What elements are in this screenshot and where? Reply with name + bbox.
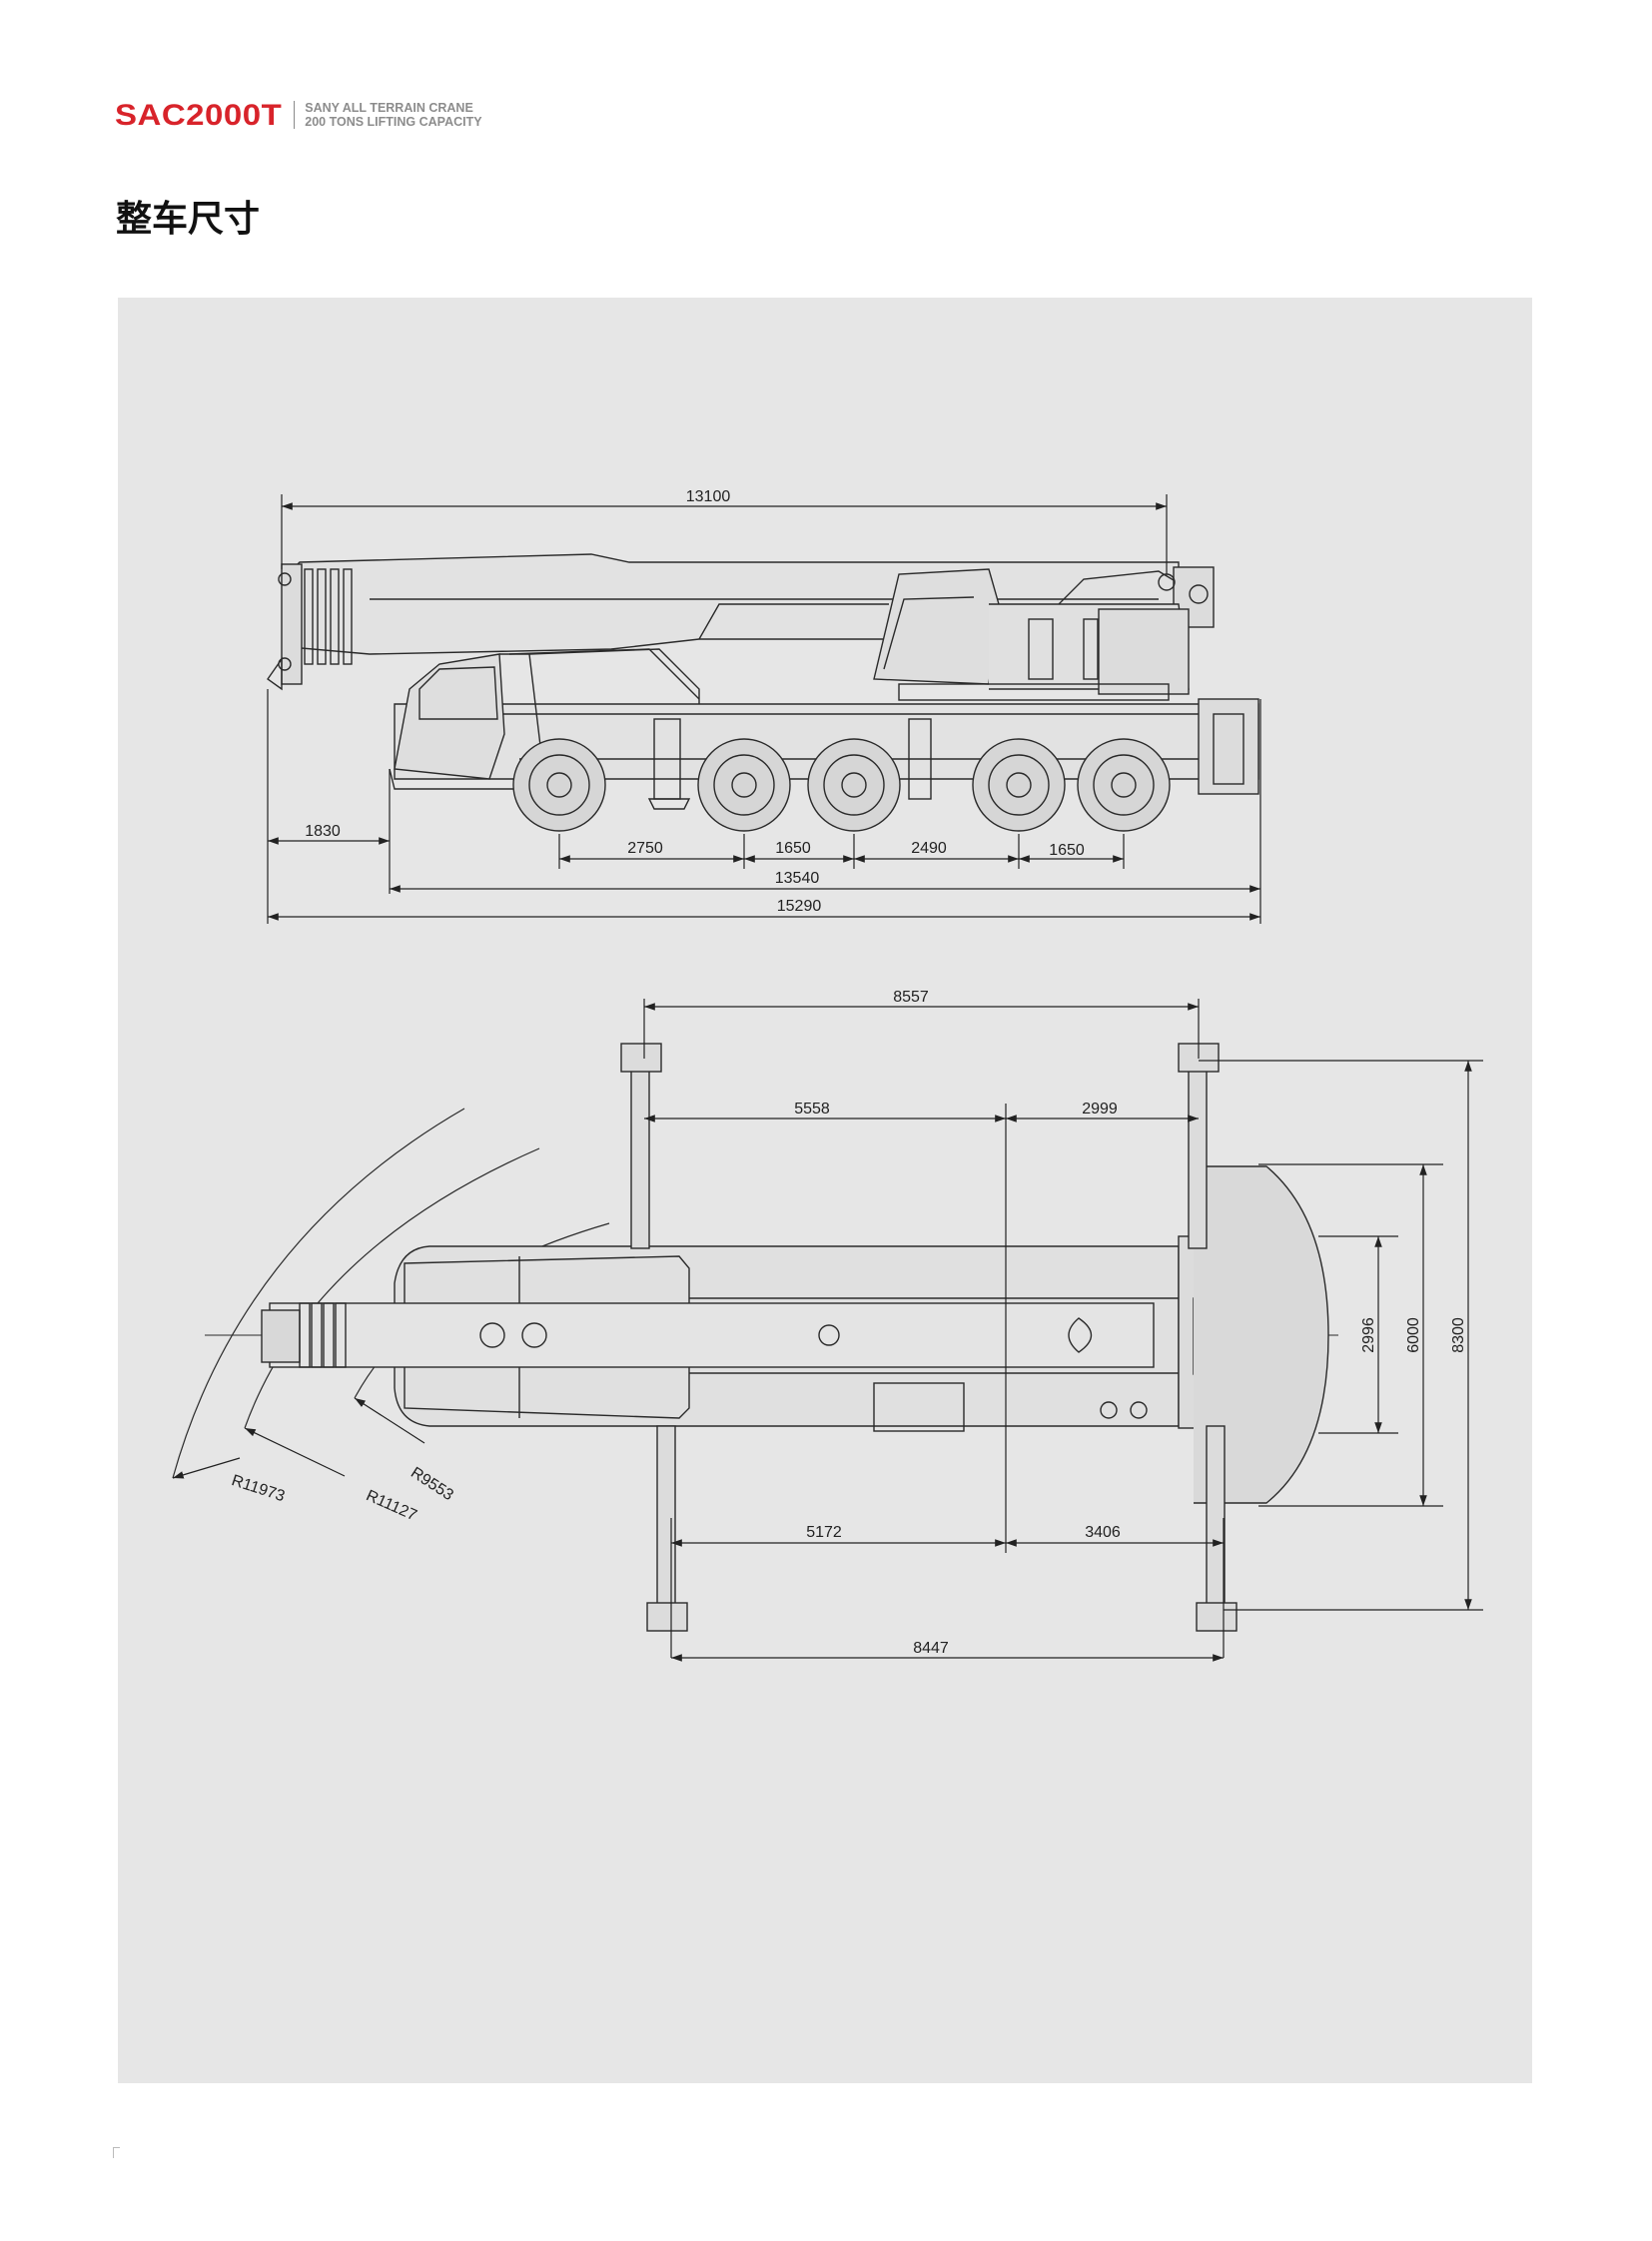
dim-8300: 8300 [1450,1317,1467,1353]
dim-2996: 2996 [1360,1317,1377,1353]
crane-top-view [172,1043,1338,1632]
dim-1830: 1830 [305,823,341,840]
dim-1650-a: 1650 [775,840,811,857]
dim-1650-b: 1650 [1049,842,1085,859]
dim-2490: 2490 [911,840,947,857]
dim-5172: 5172 [806,1524,842,1541]
crop-mark [113,2147,120,2158]
dim-2750: 2750 [627,840,663,857]
dim-6000: 6000 [1405,1317,1422,1353]
dimension-drawing: 13100 1830 2750 1650 2490 1650 13540 152… [172,488,1483,1662]
dim-8447: 8447 [913,1640,949,1657]
side-view-dimension-labels: 13100 1830 2750 1650 2490 1650 13540 152… [305,488,1085,915]
crane-side-view [267,553,1259,832]
model-logo: SAC2000T [115,97,283,132]
dim-r9553: R9553 [408,1464,456,1504]
tagline-line-2: 200 TONS LIFTING CAPACITY [305,115,482,129]
dim-13540: 13540 [775,870,820,887]
header: SAC2000T SANY ALL TERRAIN CRANE 200 TONS… [115,98,482,132]
page-title: 整车尺寸 [116,199,261,240]
header-divider [294,101,296,129]
dim-8557: 8557 [893,989,929,1006]
dim-3406: 3406 [1085,1524,1121,1541]
dim-r11127: R11127 [364,1487,419,1524]
side-view-dimensions [267,494,1261,924]
header-tagline: SANY ALL TERRAIN CRANE 200 TONS LIFTING … [305,101,481,129]
top-view-dimensions [172,999,1483,1662]
dim-2999: 2999 [1082,1101,1118,1118]
dimension-drawing-panel: 13100 1830 2750 1650 2490 1650 13540 152… [118,298,1532,2083]
dim-15290: 15290 [777,898,822,915]
outriggers [620,1043,1238,1632]
tagline-line-1: SANY ALL TERRAIN CRANE [305,101,473,115]
dim-r11973: R11973 [230,1472,288,1505]
dim-5558: 5558 [794,1101,830,1118]
dim-13100: 13100 [686,488,731,505]
wheels [512,738,1171,832]
